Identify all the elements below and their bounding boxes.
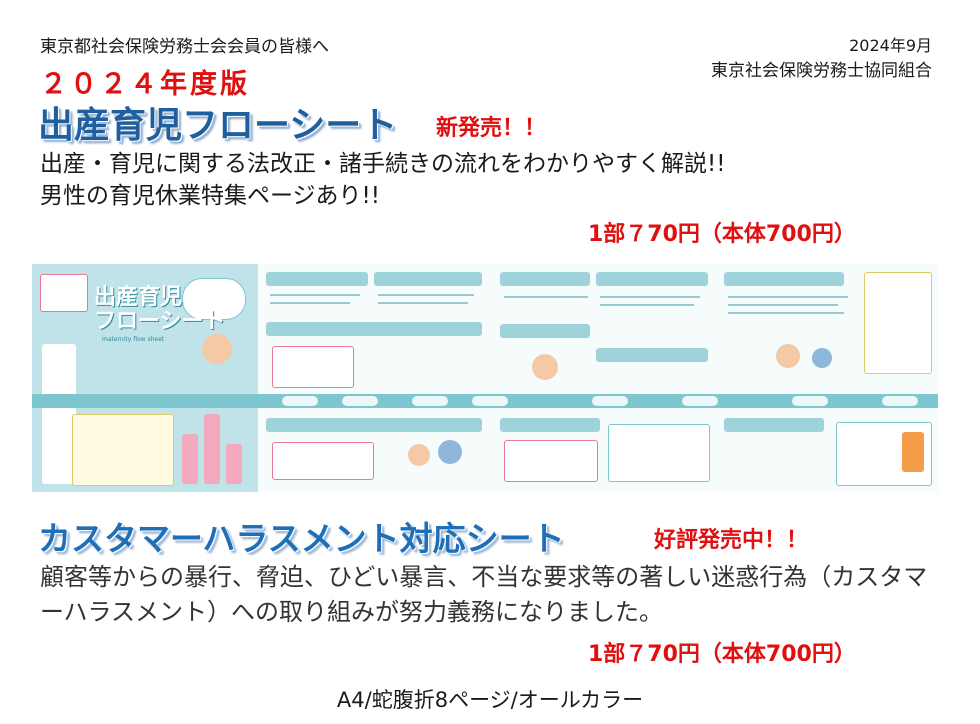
panel3-heading-2 — [596, 272, 708, 286]
panel4-illustration-2 — [812, 348, 832, 368]
panel2-warning-box — [272, 442, 374, 480]
cover-speech-bubble — [182, 278, 246, 320]
cover-note-box — [72, 414, 174, 486]
product2-price: 1部７70円（本体700円） — [588, 642, 856, 667]
format-spec: A4/蛇腹折8ページ/オールカラー — [336, 688, 644, 712]
product2-title: カスタマーハラスメント対応シート — [38, 519, 565, 558]
brochure-cover-panel: 出産育児 フローシート maternity flow sheet — [32, 264, 259, 492]
product1-badge: 新発売！！ — [436, 116, 547, 141]
panel2-info-box — [272, 346, 354, 388]
product1-description-line2: 男性の育児休業特集ページあり!! — [40, 183, 380, 209]
cover-chart-bar-3 — [226, 444, 242, 484]
panel4-side-note — [864, 272, 932, 374]
brochure-panel-4 — [716, 264, 938, 492]
panel3-illustration — [532, 354, 558, 380]
cover-chart-bar-1 — [182, 434, 198, 484]
issue-date: 2024年9月 — [849, 36, 932, 55]
cover-chart-bar-2 — [204, 414, 220, 484]
panel3-heading-4 — [596, 348, 708, 362]
panel3-heading-5 — [500, 418, 600, 432]
product2-description: 顧客等からの暴行、脅迫、ひどい暴言、不当な要求等の著しい迷惑行為（カスタマーハラ… — [40, 563, 928, 626]
panel4-heading-2 — [724, 418, 824, 432]
cover-left-column — [42, 344, 76, 484]
product1-title: 出産育児フローシート — [38, 105, 398, 146]
product2-badge: 好評発売中！！ — [654, 528, 809, 553]
panel2-heading-4 — [266, 418, 482, 432]
brochure-timeline-bar — [32, 394, 938, 408]
brochure-panel-3 — [492, 264, 717, 492]
panel3-heading-1 — [500, 272, 590, 286]
brochure-cover-title: 出産育児 フローシート — [94, 285, 226, 334]
cover-callout-box — [40, 274, 88, 312]
panel3-heading-3 — [500, 324, 590, 338]
panel4-orange-tab — [902, 432, 924, 472]
panel3-table-box — [504, 440, 598, 482]
product1-edition: ２０２４年度版 — [40, 69, 250, 100]
panel2-heading-1 — [266, 272, 368, 286]
panel2-heading-2 — [374, 272, 482, 286]
panel2-illustration-2 — [438, 440, 462, 464]
product1-description: 出産・育児に関する法改正・諸手続きの流れをわかりやすく解説!! 男性の育児休業特… — [40, 148, 725, 212]
product1-price: 1部７70円（本体700円） — [588, 222, 856, 247]
panel2-illustration-1 — [408, 444, 430, 466]
panel3-calc-box — [608, 424, 710, 482]
brochure-panel-2 — [258, 264, 493, 492]
brochure-cover-subtitle: maternity flow sheet — [102, 336, 165, 343]
panel4-illustration-1 — [776, 344, 800, 368]
organization-name: 東京社会保険労務士協同組合 — [711, 61, 932, 81]
cover-illustration-face — [202, 334, 232, 364]
addressee-text: 東京都社会保険労務士会会員の皆様へ — [40, 37, 329, 57]
product1-description-line1: 出産・育児に関する法改正・諸手続きの流れをわかりやすく解説!! — [40, 151, 726, 177]
panel4-heading-1 — [724, 272, 844, 286]
brochure-preview-image: 出産育児 フローシート maternity flow sheet — [32, 264, 938, 492]
panel2-heading-3 — [266, 322, 482, 336]
